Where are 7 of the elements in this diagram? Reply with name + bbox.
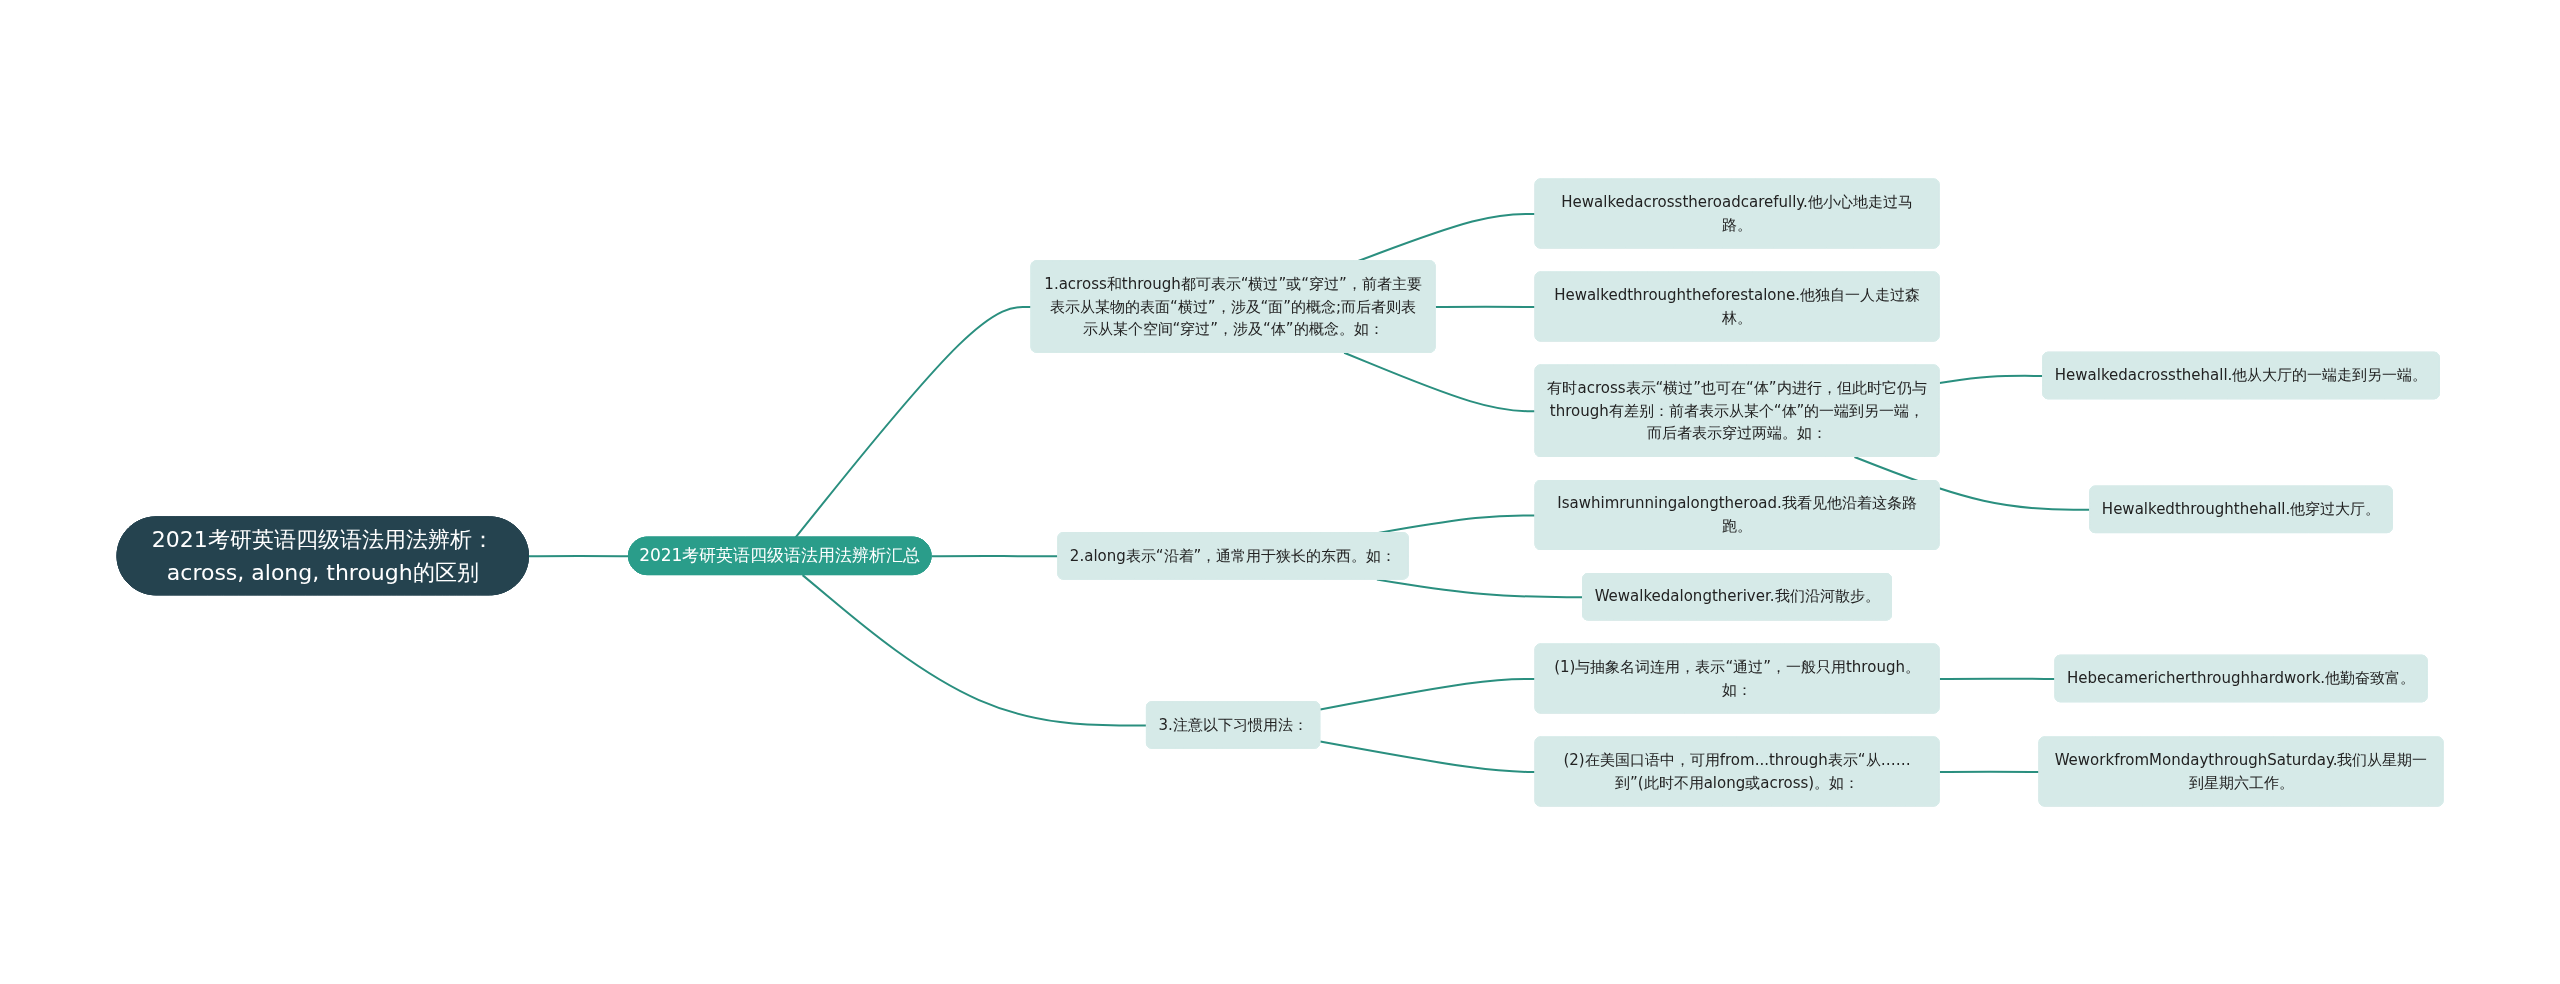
connector — [1434, 305, 1537, 308]
connector — [801, 573, 1148, 726]
connector — [527, 554, 630, 557]
connector — [1319, 740, 1537, 773]
connector — [1343, 351, 1537, 412]
connector — [1319, 677, 1537, 710]
connector — [1938, 770, 2041, 773]
